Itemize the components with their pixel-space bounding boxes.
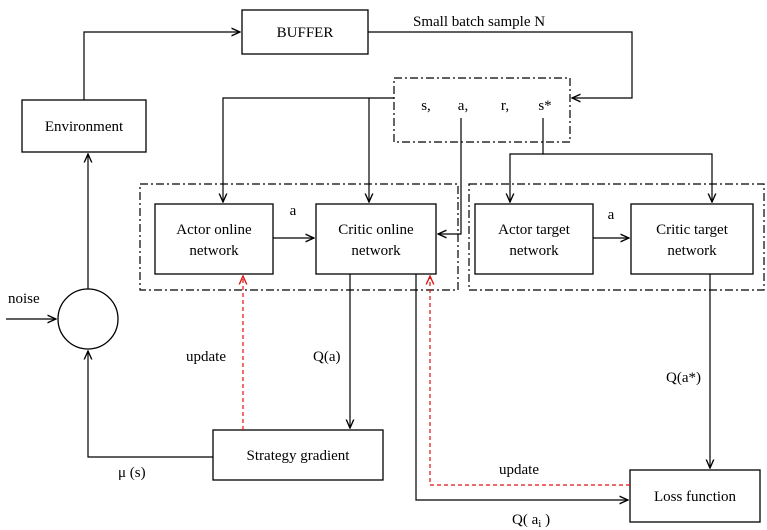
edge-strategy-gradient-to-noise-node: [88, 351, 213, 458]
q-ai-label-close: ): [541, 512, 550, 528]
edge-s-star-to-critic-target: [543, 153, 712, 202]
critic-online-label-line1: Critic online: [338, 222, 414, 238]
buffer-box: [241, 9, 369, 55]
noise-label: noise: [8, 291, 40, 307]
target-action-label: a: [608, 207, 615, 223]
loss-function-label: Loss function: [654, 489, 737, 505]
environment-label: Environment: [45, 119, 124, 135]
edge-update-critic-online: [430, 276, 630, 486]
critic-online-label-line2: network: [351, 243, 401, 259]
sample-tuple-box: [393, 77, 571, 143]
critic-target-label-line1: Critic target: [656, 222, 729, 238]
actor-online-label-line1: Actor online: [176, 222, 252, 238]
online-action-label: a: [290, 203, 297, 219]
edge-critic-online-to-loss-function: [415, 274, 628, 500]
mu-s-label: μ (s): [118, 465, 146, 481]
critic-online-network-box: [315, 203, 437, 275]
noise-sum-node: [57, 288, 119, 350]
strategy-gradient-box: [212, 429, 384, 481]
online-networks-group: [139, 183, 459, 291]
actor-target-network-box: [474, 203, 594, 275]
actor-target-label-line1: Actor target: [498, 222, 571, 238]
tuple-a: a,: [458, 98, 468, 114]
environment-box: [21, 99, 147, 153]
q-ai-label-main: Q( a: [512, 512, 539, 528]
loss-function-box: [629, 469, 761, 523]
q-a-star-label: Q(a*): [666, 370, 701, 386]
update-actor-label: update: [186, 349, 226, 365]
critic-target-network-box: [630, 203, 754, 275]
q-ai-label-subscript: i: [538, 518, 541, 530]
edge-buffer-to-tuple: [368, 31, 633, 98]
actor-online-label-line2: network: [189, 243, 239, 259]
actor-online-network-box: [154, 203, 274, 275]
edge-a-to-critic-online: [438, 118, 462, 234]
edge-s-to-actor-online: [223, 97, 394, 202]
small-batch-label: Small batch sample N: [413, 14, 545, 30]
edge-s-star-to-actor-target: [510, 118, 544, 202]
update-critic-label: update: [499, 462, 539, 478]
strategy-gradient-label: Strategy gradient: [247, 448, 351, 464]
tuple-s-star: s*: [538, 98, 551, 114]
buffer-label: BUFFER: [277, 25, 334, 41]
edge-environment-to-buffer: [83, 32, 240, 100]
q-ai-label: Q( ai ): [512, 512, 550, 530]
target-networks-group: [468, 183, 765, 291]
critic-target-label-line2: network: [667, 243, 717, 259]
q-a-label: Q(a): [313, 349, 340, 365]
tuple-s: s,: [421, 98, 431, 114]
actor-target-label-line2: network: [509, 243, 559, 259]
tuple-r: r,: [501, 98, 509, 114]
